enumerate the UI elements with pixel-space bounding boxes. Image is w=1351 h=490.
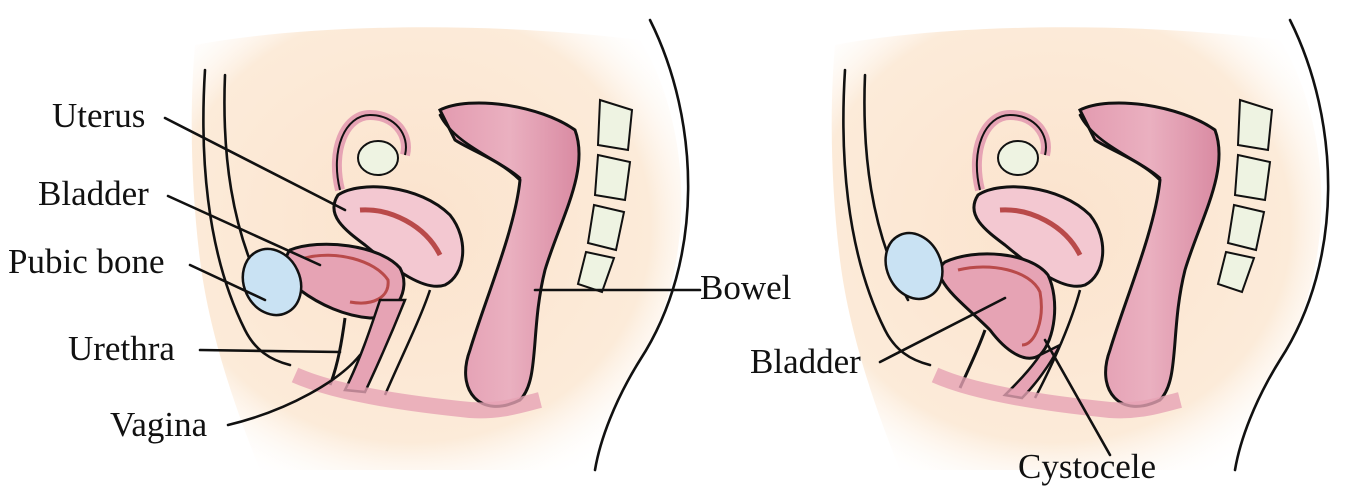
label-pubic-bone: Pubic bone [8, 242, 165, 281]
label-uterus: Uterus [52, 96, 145, 135]
label-bladder-right: Bladder [750, 342, 861, 381]
label-urethra: Urethra [68, 329, 175, 368]
label-vagina: Vagina [110, 405, 208, 444]
label-bowel: Bowel [700, 268, 792, 307]
label-bladder: Bladder [38, 174, 149, 213]
label-cystocele: Cystocele [1018, 447, 1156, 486]
panel-cystocele: Bladder Cystocele [750, 20, 1328, 486]
panel-normal: Uterus Bladder Pubic bone Urethra Vagina… [8, 20, 792, 470]
ovary-right [998, 141, 1038, 175]
ovary [358, 141, 398, 175]
